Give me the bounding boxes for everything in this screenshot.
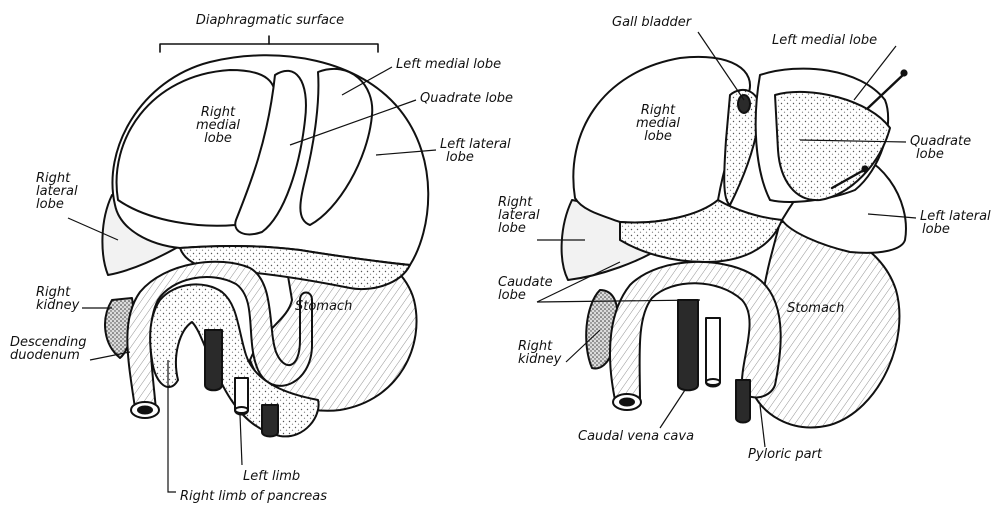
label-right-lateral-lobe-right: Right lateral lobe <box>498 196 540 235</box>
label-gall-bladder: Gall bladder <box>612 16 691 29</box>
label-left-limb: Left limb <box>243 470 300 483</box>
label-right-limb-of-pancreas: Right limb of pancreas <box>180 490 327 503</box>
label-left-lateral-lobe-right: Left lateral lobe <box>920 210 991 236</box>
right-view-drawing <box>562 57 907 428</box>
label-right-kidney-right: Right kidney <box>518 340 561 366</box>
label-right-lateral-lobe: Right lateral lobe <box>36 172 78 211</box>
label-left-lateral-lobe: Left lateral lobe <box>440 138 511 164</box>
label-pyloric-part: Pyloric part <box>748 448 822 461</box>
label-quadrate-lobe-right: Quadrate lobe <box>910 135 971 161</box>
caudal-vena-cava-shape <box>678 300 698 390</box>
label-right-medial-lobe-right: Right medial lobe <box>628 104 688 143</box>
diaphragmatic-bracket <box>160 44 378 52</box>
label-right-medial-lobe: Right medial lobe <box>188 106 248 145</box>
label-diaphragmatic-surface: Diaphragmatic surface <box>170 14 370 27</box>
vessel-left-a <box>205 330 222 390</box>
label-caudate-lobe: Caudate lobe <box>498 276 553 302</box>
label-stomach-left: Stomach <box>295 300 352 313</box>
label-left-medial-lobe: Left medial lobe <box>396 58 501 71</box>
label-left-medial-lobe-right: Left medial lobe <box>772 34 877 47</box>
label-quadrate-lobe: Quadrate lobe <box>420 92 513 105</box>
label-descending-duodenum: Descending duodenum <box>10 336 87 362</box>
left-view-drawing <box>102 36 428 437</box>
label-caudal-vena-cava: Caudal vena cava <box>578 430 694 443</box>
label-stomach-right: Stomach <box>787 302 844 315</box>
label-right-kidney: Right kidney <box>36 286 79 312</box>
